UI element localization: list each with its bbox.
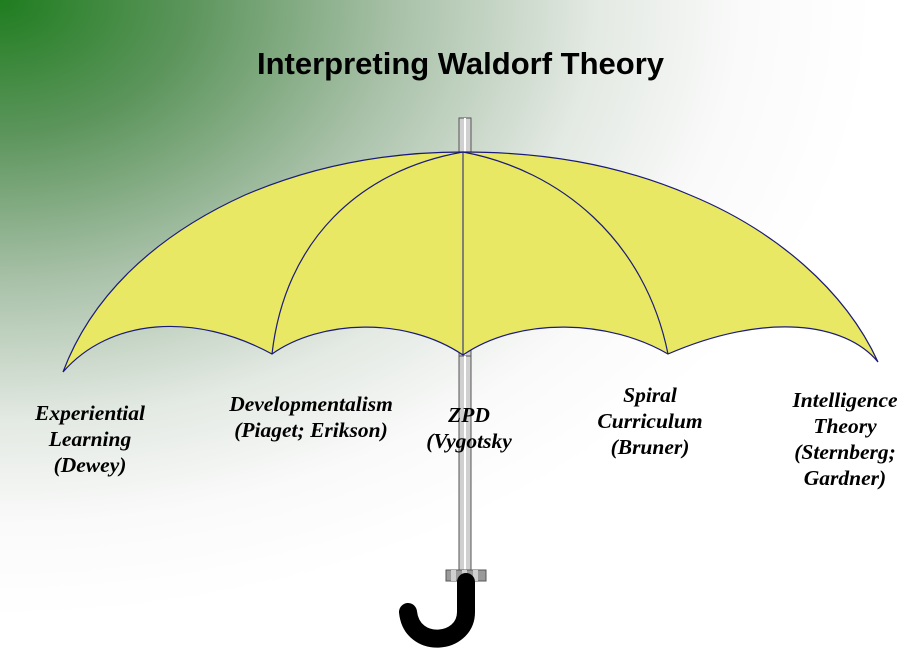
theory-label-developmentalism: Developmentalism (Piaget; Erikson) [200, 391, 422, 443]
theory-label-line: Theory [813, 414, 877, 438]
umbrella-canopy [62, 151, 879, 373]
theory-label-spiral-curriculum: Spiral Curriculum (Bruner) [580, 382, 720, 460]
theory-label-zpd: ZPD (Vygotsky [414, 402, 524, 454]
theory-label-line: ZPD [448, 403, 490, 427]
theory-label-line: Developmentalism [229, 392, 393, 416]
theory-label-line: (Dewey) [53, 453, 127, 477]
umbrella-handle [399, 573, 475, 648]
theory-label-line: Gardner) [803, 466, 887, 490]
theory-label-line: (Bruner) [610, 435, 690, 459]
theory-label-intelligence-theory: Intelligence Theory (Sternberg; Gardner) [771, 387, 919, 491]
theory-label-line: (Sternberg; [794, 440, 896, 464]
theory-label-line: Intelligence [792, 388, 898, 412]
theory-label-line: Experiential [35, 401, 145, 425]
theory-label-line: Learning [48, 427, 132, 451]
slide-title: Interpreting Waldorf Theory [256, 46, 665, 81]
theory-label-line: Curriculum [597, 409, 703, 433]
theory-label-experiential-learning: Experiential Learning (Dewey) [10, 400, 170, 478]
theory-label-line: (Vygotsky [426, 429, 512, 453]
theory-label-line: (Piaget; Erikson) [234, 418, 388, 442]
theory-label-line: Spiral [623, 383, 677, 407]
